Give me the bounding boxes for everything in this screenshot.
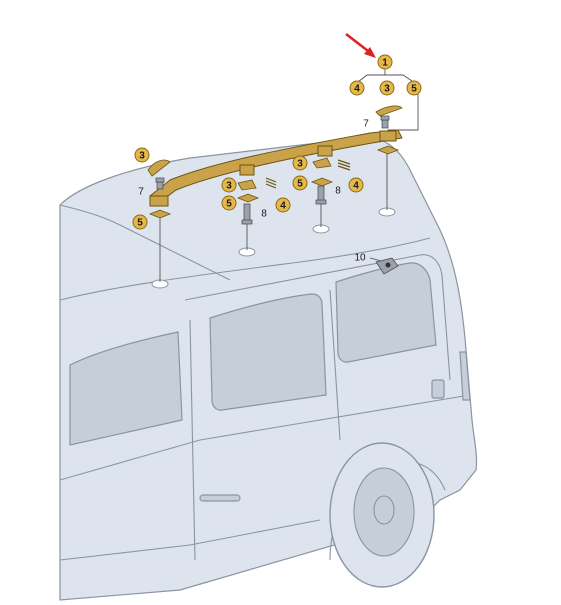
stud-mid-2 (315, 185, 327, 205)
sliding-door-outline (189, 289, 341, 561)
roof-mounting-points (151, 207, 396, 289)
door-handle (199, 494, 241, 502)
spring-mid-1 (265, 177, 277, 189)
cover-cap-rear (375, 105, 403, 117)
callout-4-mid-1: 4 (275, 197, 291, 213)
svg-text:3: 3 (226, 181, 232, 192)
vehicle-body (59, 137, 478, 601)
callout-5-top: 5 (406, 80, 422, 96)
svg-text:3: 3 (139, 151, 145, 162)
svg-text:10: 10 (354, 253, 366, 264)
callout-10: 10 (354, 253, 366, 264)
rail-foot-mid-2 (317, 145, 333, 157)
stud-mid-1 (241, 203, 253, 225)
svg-text:5: 5 (226, 199, 232, 210)
cover-cap-front (147, 159, 171, 177)
callout-3-mid-2: 3 (292, 155, 308, 171)
svg-text:7: 7 (138, 187, 144, 198)
cover-mid-1 (237, 179, 257, 191)
cover-mid-2 (312, 157, 332, 169)
svg-text:5: 5 (411, 84, 417, 95)
seal-pad-mid-2 (310, 177, 334, 187)
svg-text:4: 4 (353, 181, 359, 192)
red-pointer-arrow (345, 33, 376, 58)
screw-rear (380, 115, 390, 129)
callout-5-mid-1: 5 (221, 195, 237, 211)
svg-text:5: 5 (297, 179, 303, 190)
callout-labels: 1 4 3 5 7 3 7 5 3 5 8 4 (132, 54, 422, 264)
rail-foot-front (149, 195, 169, 207)
seal-pad-rear (376, 145, 400, 155)
fastener-parts (147, 105, 403, 275)
sliding-door-window (209, 293, 327, 411)
rear-reflector (431, 379, 445, 399)
front-door-window (69, 331, 183, 446)
roof-rail (149, 129, 403, 203)
callout-5-front: 5 (132, 214, 148, 230)
seal-pad-front (148, 209, 172, 219)
svg-text:4: 4 (280, 201, 286, 212)
spring-mid-2 (337, 159, 351, 171)
callout-7-front: 7 (138, 187, 144, 198)
svg-text:8: 8 (335, 186, 341, 197)
rail-foot-mid-1 (239, 164, 255, 176)
svg-text:8: 8 (261, 209, 267, 220)
callout-4-top: 4 (349, 80, 365, 96)
belt-line (59, 394, 471, 481)
roof-rail-assembly (149, 129, 403, 207)
callout-5-mid-2: 5 (292, 175, 308, 191)
retaining-clip (375, 257, 399, 275)
svg-text:3: 3 (384, 84, 390, 95)
lower-body-line (59, 519, 321, 561)
rail-foot-rear (379, 130, 397, 142)
callout-8-mid-1: 8 (261, 209, 267, 220)
seal-pad-mid-1 (236, 193, 260, 203)
callout-7-rear: 7 (363, 119, 369, 130)
callout-1: 1 (377, 54, 393, 70)
leader-lines (159, 68, 419, 282)
svg-text:1: 1 (382, 58, 388, 69)
rear-light (459, 351, 471, 401)
body-side-line (184, 254, 451, 381)
svg-text:4: 4 (354, 84, 360, 95)
callout-8-mid-2: 8 (335, 186, 341, 197)
callout-4-mid-2: 4 (348, 177, 364, 193)
rear-side-window (335, 262, 437, 363)
screw-front (155, 177, 165, 190)
roof-front-curve (59, 204, 231, 281)
callout-3-top: 3 (379, 80, 395, 96)
svg-text:7: 7 (363, 119, 369, 130)
roof-edge-line (59, 237, 431, 301)
rear-wheel-hub (373, 495, 395, 525)
callout-3-mid-1: 3 (221, 177, 237, 193)
svg-text:3: 3 (297, 159, 303, 170)
svg-text:5: 5 (137, 218, 143, 229)
callout-3-front: 3 (134, 147, 150, 163)
